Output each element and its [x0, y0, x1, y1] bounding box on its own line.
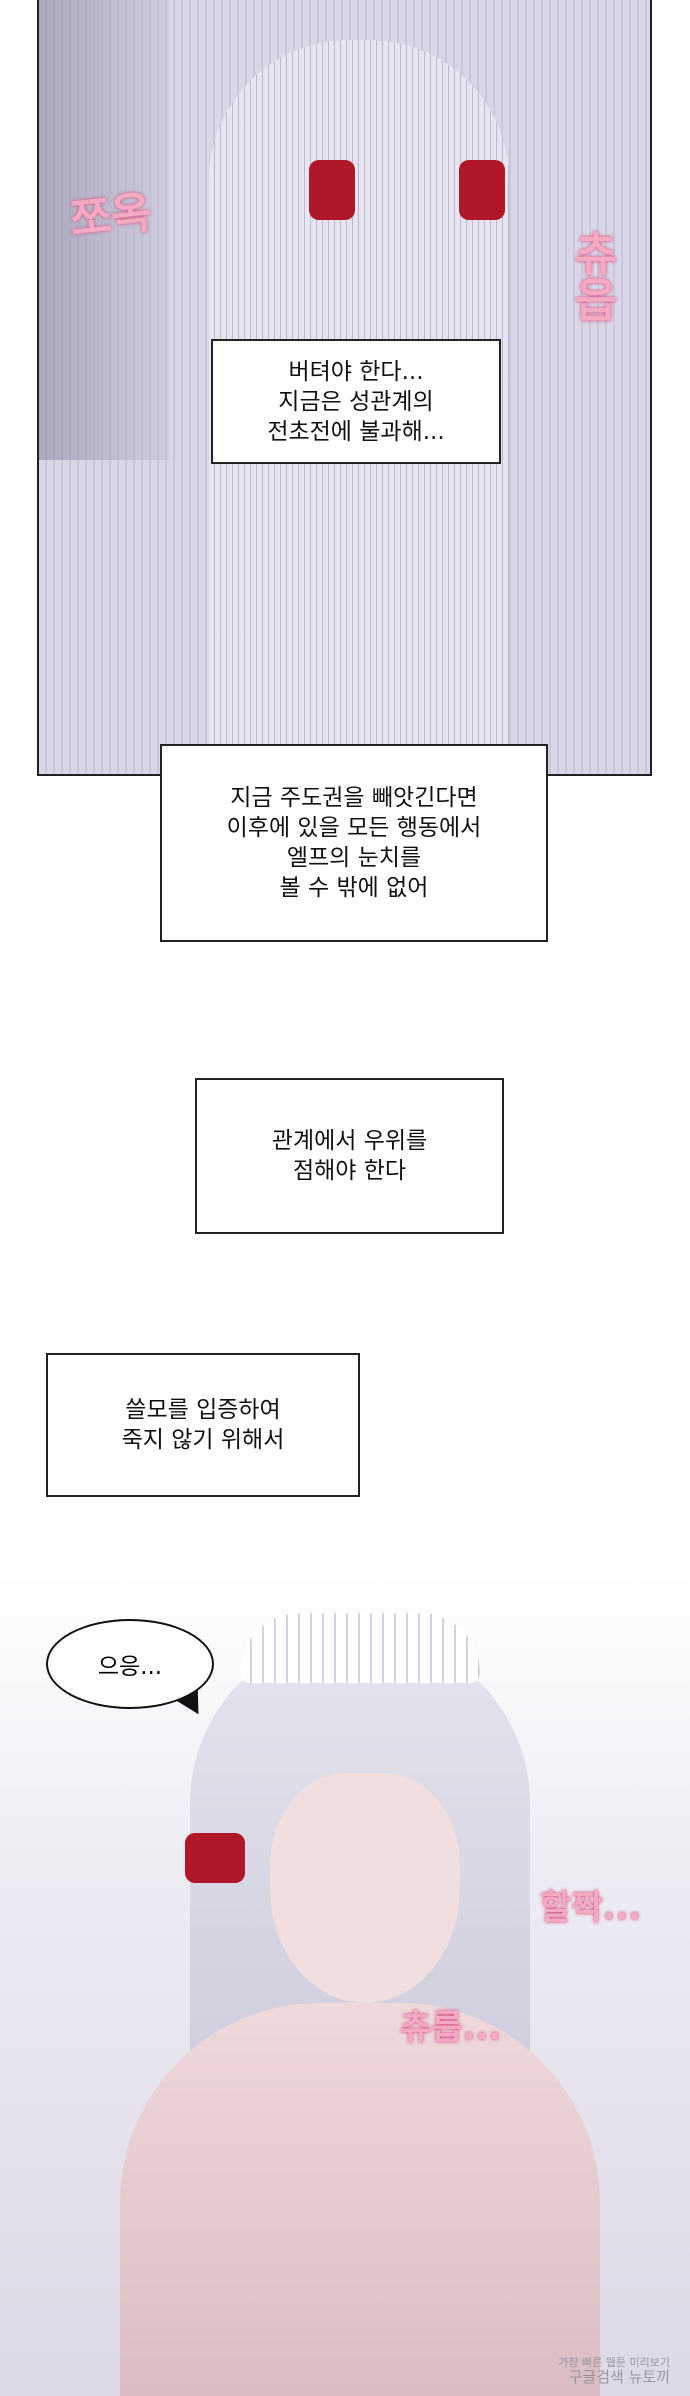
caption-line: 관계에서 우위를 [271, 1128, 428, 1154]
caption-line: 전초전에 불과해... [267, 418, 445, 445]
caption-line: 버텨야 한다... [288, 358, 424, 385]
caption-line: 점해야 한다 [292, 1158, 407, 1184]
caption-box: 버텨야 한다... 지금은 성관계의 전초전에 불과해... [211, 339, 501, 464]
speech-bubble: 으응... [46, 1619, 214, 1709]
face-illustration [270, 1773, 460, 2003]
red-ribbon-right [459, 160, 505, 220]
sfx-text: 쪼옥 [68, 186, 154, 247]
sfx-text: 츄읍 [566, 230, 620, 322]
maid-headdress [240, 1613, 480, 1683]
caption-line: 지금 주도권을 빼앗긴다면 [230, 785, 478, 811]
figure-illustration [120, 2003, 600, 2396]
caption-box: 쓸모를 입증하여 죽지 않기 위해서 [46, 1353, 360, 1497]
caption-box: 지금 주도권을 빼앗긴다면 이후에 있을 모든 행동에서 엘프의 눈치를 볼 수… [160, 744, 548, 942]
caption-line: 볼 수 밖에 없어 [279, 875, 429, 901]
watermark-line: 구글검색 뉴토끼 [568, 2368, 670, 2386]
caption-line: 죽지 않기 위해서 [121, 1427, 285, 1453]
caption-line: 지금은 성관계의 [278, 388, 434, 415]
sfx-text: 할짝... [540, 1888, 642, 1928]
caption-line: 이후에 있을 모든 행동에서 [226, 815, 482, 841]
caption-box: 관계에서 우위를 점해야 한다 [195, 1078, 504, 1234]
sfx-text: 츄릅... [400, 2008, 502, 2048]
caption-line: 쓸모를 입증하여 [125, 1397, 281, 1423]
panel-maid-closeup [0, 1573, 690, 2396]
watermark: 가장 빠른 웹툰 미리보기 구글검색 뉴토끼 [558, 2356, 670, 2386]
watermark-line: 가장 빠른 웹툰 미리보기 [558, 2356, 670, 2369]
red-ribbon-left [309, 160, 355, 220]
panel-shadow [39, 0, 169, 460]
red-ribbon [185, 1833, 245, 1883]
caption-line: 엘프의 눈치를 [286, 845, 422, 871]
